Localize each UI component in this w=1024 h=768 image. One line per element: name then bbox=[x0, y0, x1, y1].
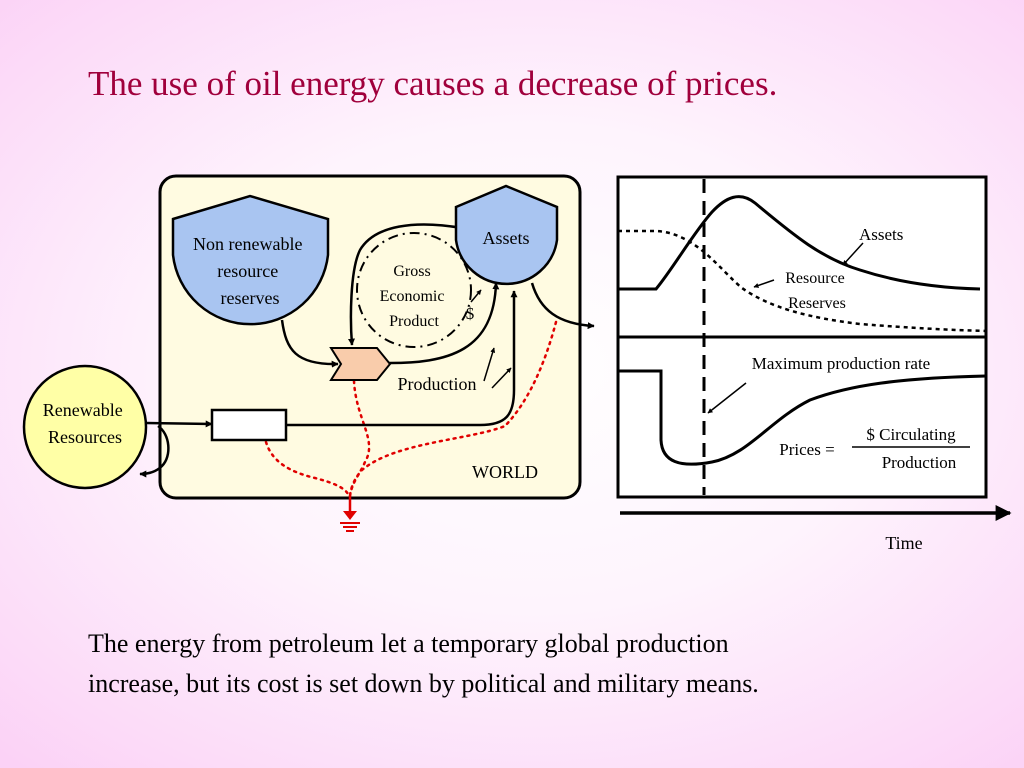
gep-circle bbox=[356, 232, 472, 348]
slide-caption: The energy from petroleum let a temporar… bbox=[88, 624, 988, 704]
gep-label-line-3: Product bbox=[389, 313, 439, 330]
svg-text:Resource Reserves: Resource Reserves bbox=[785, 270, 849, 312]
gep-label-line-1: Gross bbox=[393, 263, 430, 280]
prices-curve bbox=[618, 369, 987, 466]
svg-text:Gross Economic Product: Gross Economic Product bbox=[380, 263, 449, 330]
nonrenewable-label-line-2: resource bbox=[217, 261, 278, 281]
prices-numerator-label: $ Circulating bbox=[866, 425, 956, 444]
svg-text:Non renewable resource: Non renewable resource reserves bbox=[193, 234, 307, 308]
resource-reserves-curve bbox=[618, 229, 987, 333]
graph-reserves-label-line-2: Reserves bbox=[788, 295, 846, 312]
assets-tank bbox=[454, 184, 559, 286]
production-pointer-2 bbox=[491, 367, 512, 389]
production-label: Production bbox=[398, 374, 477, 394]
heat-sink-icon bbox=[340, 496, 360, 532]
max-production-rate-pointer bbox=[707, 382, 747, 414]
caption-line-1: The energy from petroleum let a temporar… bbox=[88, 629, 729, 658]
slide-title: The use of oil energy causes a decrease … bbox=[88, 64, 778, 103]
assets-feedback-arrow bbox=[348, 223, 463, 346]
renewable-to-assets-arrow bbox=[286, 290, 518, 427]
nonrenewable-label-line-1: Non renewable bbox=[193, 234, 302, 254]
renewable-inflow-arrow bbox=[145, 420, 213, 428]
production-to-assets-arrow bbox=[383, 282, 500, 365]
flow-arrows bbox=[139, 223, 595, 478]
nonrenewable-reserves-tank bbox=[171, 194, 330, 326]
assets-output-arrow bbox=[530, 282, 595, 330]
prices-equals-label: Prices = bbox=[779, 440, 834, 459]
renewable-production-box bbox=[210, 408, 288, 442]
max-production-rate-label: Maximum production rate bbox=[752, 354, 930, 373]
graph-assets-label: Assets bbox=[859, 225, 903, 244]
production-pointer-1 bbox=[483, 347, 496, 382]
renewable-label-line-2: Resources bbox=[48, 427, 122, 447]
svg-text:Renewable Resources: Renewable Resources bbox=[43, 400, 127, 447]
prices-denominator-label: Production bbox=[882, 453, 957, 472]
renewable-label-line-1: Renewable bbox=[43, 400, 123, 420]
graph-reserves-pointer bbox=[753, 279, 775, 288]
heat-sink-lines bbox=[264, 320, 558, 498]
nonrenewable-label-line-3: reserves bbox=[221, 288, 280, 308]
caption-line-2: increase, but its cost is set down by po… bbox=[88, 669, 759, 698]
production-interaction-symbol bbox=[329, 347, 392, 381]
nonrenewable-to-production-arrow bbox=[280, 319, 339, 368]
graph-reserves-label-line-1: Resource bbox=[785, 270, 845, 287]
dollar-label: $ bbox=[466, 304, 475, 323]
renewable-loop-arrow bbox=[139, 424, 170, 478]
dollar-pointer bbox=[470, 289, 482, 303]
assets-tank-label: Assets bbox=[482, 228, 529, 248]
renewable-resources-source bbox=[22, 364, 148, 490]
assets-curve bbox=[618, 195, 981, 291]
gep-label-line-2: Economic bbox=[380, 288, 445, 305]
time-axis-label: Time bbox=[885, 533, 922, 553]
world-label: WORLD bbox=[472, 462, 538, 482]
graph-assets-pointer bbox=[842, 242, 864, 266]
